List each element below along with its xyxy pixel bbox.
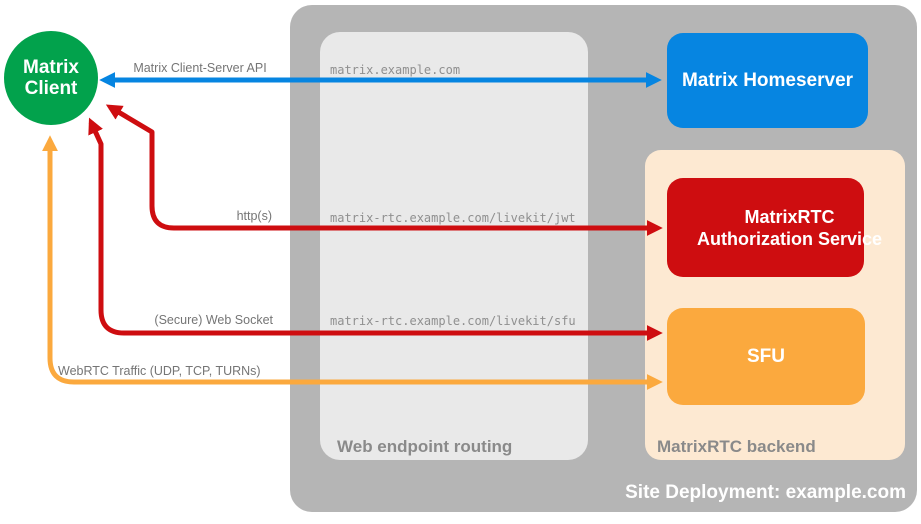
matrix-homeserver-node: Matrix Homeserver [667,33,868,128]
endpoint-livekit-sfu: matrix-rtc.example.com/livekit/sfu [330,314,576,328]
sfu-node: SFU [667,308,865,405]
endpoint-matrix-example: matrix.example.com [330,63,461,77]
matrix-client-node: Matrix Client [4,31,98,125]
matrix-client-label: Matrix Client [23,57,79,99]
sfu-label: SFU [747,345,785,367]
endpoint-livekit-jwt: matrix-rtc.example.com/livekit/jwt [330,211,576,225]
web-endpoint-routing-container [320,32,588,460]
label-client-server-api: Matrix Client-Server API [133,61,267,75]
matrixrtc-backend-caption: MatrixRTC backend [657,437,816,456]
site-deployment-title: Site Deployment: example.com [625,482,906,503]
label-webrtc-traffic: WebRTC Traffic (UDP, TCP, TURNs) [58,364,261,378]
web-endpoint-routing-caption: Web endpoint routing [337,437,513,456]
matrix-homeserver-label: Matrix Homeserver [681,69,854,91]
matrixrtc-auth-service-node: MatrixRTC Authorization Service [667,178,882,277]
label-https: http(s) [236,209,272,223]
matrixrtc-auth-service-label: MatrixRTC Authorization Service [696,206,883,249]
label-web-socket: (Secure) Web Socket [154,313,273,327]
